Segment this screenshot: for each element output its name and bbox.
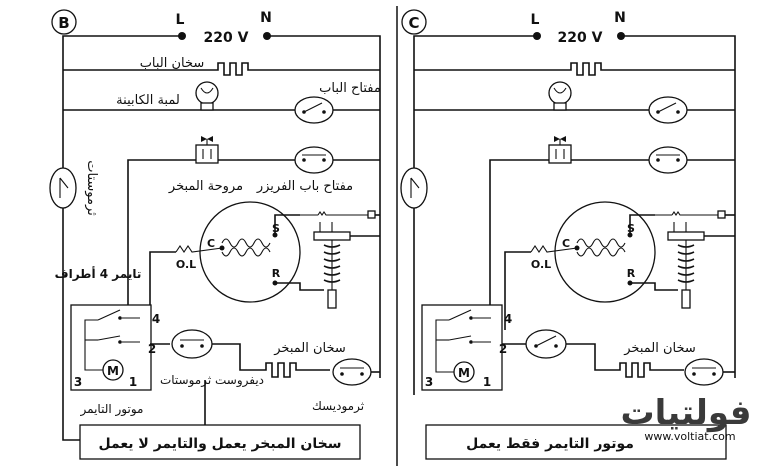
c-thermostat-icon — [400, 167, 428, 209]
c-relay-terminal — [717, 210, 726, 219]
timer-motor-label: موتور التايمر — [80, 402, 144, 417]
run-wire — [275, 282, 324, 291]
evaporator-heater-label: سخان المبخر — [273, 341, 346, 356]
c-compressor-feed-wire — [504, 251, 531, 330]
panel-c-badge — [401, 9, 427, 35]
c-start-relay-icon — [667, 222, 705, 309]
watermark-url: www.voltiat.com — [644, 430, 735, 443]
c-timer-motor-m: M — [458, 366, 470, 380]
timer-terminal-1: 1 — [129, 375, 137, 389]
timer-contacts — [84, 309, 140, 360]
panel-b-caption-box — [79, 424, 361, 460]
c-defrost-to-heater — [566, 343, 616, 371]
defrost-to-heater — [212, 343, 262, 371]
c-neutral-terminal-label: N — [614, 10, 626, 26]
supply-voltage-label: 220 V — [204, 30, 249, 46]
c-door-switch-icon — [648, 96, 688, 124]
compressor-feed-wire — [149, 251, 176, 330]
timer-motor-m: M — [107, 364, 119, 378]
timer-terminal-4: 4 — [152, 312, 160, 326]
panel-b-letter: B — [58, 14, 69, 32]
panel-c-letter: C — [408, 14, 419, 32]
panel-b-caption: سخان المبخر يعمل والتايمر لا يعمل — [99, 436, 342, 452]
watermark-brand: فولتيات — [620, 393, 751, 433]
c-overload-icon — [530, 245, 578, 253]
compressor-common-label: C — [207, 237, 215, 250]
defrost-thermostat-label: ديفروست ثرموستات — [160, 373, 264, 388]
c-compressor-start-label: S — [627, 222, 635, 235]
evaporator-fan-icon — [195, 136, 219, 164]
door-switch-icon — [294, 96, 334, 124]
c-line-terminal-label: L — [531, 12, 540, 28]
start-contact — [300, 211, 372, 216]
start-wire — [274, 214, 300, 235]
compressor-start-label: S — [272, 222, 280, 235]
c-start-contact — [655, 211, 720, 216]
freezer-door-switch-label: مفتاح باب الفريزر — [256, 179, 353, 194]
c-timer-motor-wire — [435, 360, 454, 373]
timer-terminal-2: 2 — [148, 342, 156, 356]
panel-b-badge — [51, 9, 77, 35]
timer-label: تايمر 4 أطراف — [55, 266, 142, 281]
c-supply-voltage-label: 220 V — [558, 30, 603, 46]
neutral-terminal-label: N — [260, 10, 272, 26]
thermostat-icon — [49, 167, 77, 209]
panel-b: B L N 220 V سخان الباب لمبة الكابينة مفت… — [49, 9, 381, 460]
overload-icon — [175, 245, 223, 253]
c-defrost-thermostat-icon — [525, 329, 567, 359]
c-neutral-rail — [621, 35, 736, 378]
c-timer-terminal-1: 1 — [483, 375, 491, 389]
neutral-rail — [267, 35, 381, 378]
c-start-wire — [629, 214, 655, 235]
door-heater-label: سخان الباب — [140, 56, 205, 71]
evaporator-fan-label: مروحة المبخر — [168, 179, 243, 194]
c-cabinet-lamp-icon — [548, 81, 572, 111]
c-compressor-run-label: R — [627, 267, 636, 280]
c-timer-terminal-3: 3 — [425, 375, 433, 389]
freezer-door-switch-icon — [294, 146, 334, 174]
compressor — [199, 201, 301, 303]
panel-c: C L N 220 V — [400, 9, 736, 460]
start-relay-icon — [313, 222, 351, 309]
door-heater-element — [212, 62, 252, 76]
line-rail — [62, 35, 206, 441]
timer-terminal-3: 3 — [74, 375, 82, 389]
compressor-run-label: R — [272, 267, 281, 280]
c-evaporator-fan-icon — [548, 136, 572, 164]
overload-label: O.L — [176, 258, 196, 271]
timer-motor-wire — [84, 360, 103, 371]
evaporator-heater-element — [262, 362, 330, 378]
cabinet-lamp-label: لمبة الكابينة — [116, 93, 180, 108]
thermodisc-icon — [332, 358, 372, 386]
c-thermodisc-icon — [684, 358, 724, 386]
c-freezer-door-switch-icon — [648, 146, 688, 174]
c-timer-terminal-2: 2 — [499, 342, 507, 356]
c-timer-contacts — [435, 309, 491, 360]
relay-terminal — [367, 210, 376, 219]
c-timer-terminal-4: 4 — [504, 312, 512, 326]
door-switch-label: مفتاح الباب — [319, 81, 381, 96]
thermostat-label: ثرموستات — [84, 160, 99, 216]
line-terminal-label: L — [176, 12, 185, 28]
c-compressor-common-label: C — [562, 237, 570, 250]
cabinet-lamp-icon — [195, 81, 219, 111]
watermark: فولتيات www.voltiat.com — [620, 393, 751, 443]
c-overload-label: O.L — [531, 258, 551, 271]
defrost-thermostat-icon — [171, 329, 213, 359]
c-line-rail — [413, 35, 537, 395]
panel-c-caption-box — [425, 424, 727, 460]
c-door-heater-element — [565, 62, 605, 76]
panel-c-caption: موتور التايمر فقط يعمل — [466, 436, 634, 452]
c-evaporator-heater-element — [616, 362, 684, 378]
thermodisc-label: ثرموديسك — [312, 399, 364, 414]
c-evaporator-heater-label: سخان المبخر — [623, 341, 696, 356]
c-run-wire — [630, 282, 678, 291]
c-compressor — [554, 201, 656, 303]
